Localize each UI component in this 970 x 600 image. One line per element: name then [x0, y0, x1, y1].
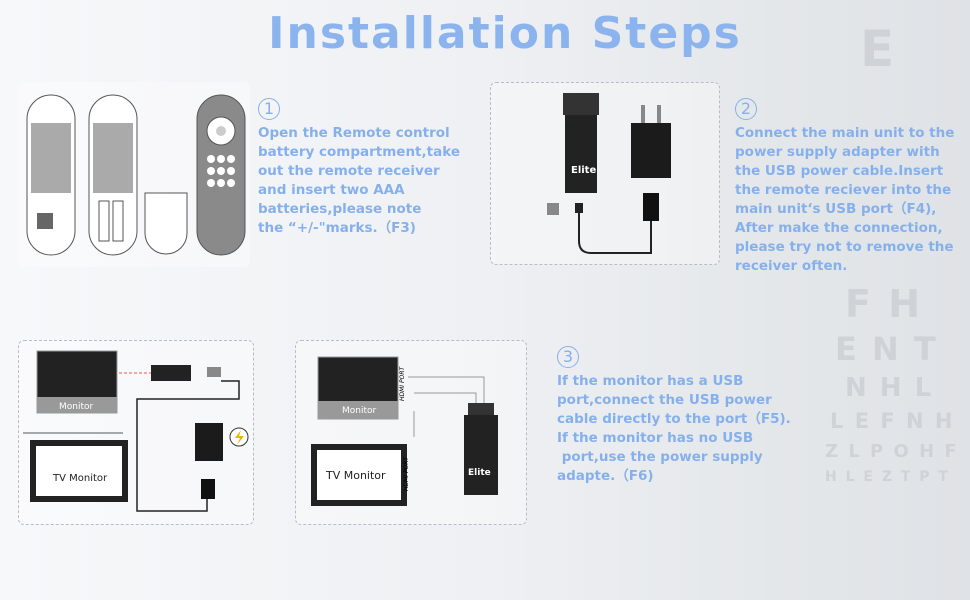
dongle-adapter-illustration: Elite [547, 93, 671, 254]
figure-power-connection: Elite [490, 82, 720, 265]
step-line: cable directly to the port（F5). [557, 411, 791, 427]
eye-chart-row: E N T [835, 330, 938, 368]
step-1-text: 1 Open the Remote control battery compar… [258, 98, 460, 238]
tv-monitor-label: TV Monitor [52, 473, 108, 484]
step-line: please try not to remove the [735, 239, 954, 255]
page-title: Installation Steps [268, 8, 742, 59]
figure-usb-power: Monitor TV Monitor [18, 340, 254, 525]
step-line: If the monitor has a USB [557, 373, 744, 389]
hdmi-port-label: HDMI PORT [403, 456, 410, 491]
step-line: and insert two AAA [258, 182, 405, 198]
step-line: port,connect the USB power [557, 392, 772, 408]
step-line: the “+/-"marks.（F3) [258, 220, 416, 236]
step-line: the USB power cable.Insert [735, 163, 944, 179]
eye-chart-row: N H L [845, 373, 934, 403]
step-line: adapte.（F6) [557, 468, 654, 484]
step-number: 2 [735, 98, 757, 120]
step-line: receiver often. [735, 258, 848, 274]
step-3-text: 3 If the monitor has a USB port,connect … [557, 346, 791, 486]
step-number: 1 [258, 98, 280, 120]
step-number: 3 [557, 346, 579, 368]
step-line: power supply adapter with [735, 144, 940, 160]
eye-chart-row: F H [845, 282, 922, 326]
figure-hdmi-connection: Monitor TV Monitor HDMI PORT HDMI PORT E… [295, 340, 527, 525]
step-line: port,use the power supply [557, 449, 763, 465]
step-line: Connect the main unit to the [735, 125, 955, 141]
tv-monitor-label: TV Monitor [325, 469, 386, 482]
figure-remote-batteries [18, 82, 250, 267]
eye-chart-row: Z L P O H F [825, 441, 959, 462]
monitor-label: Monitor [59, 402, 94, 412]
step-line: battery compartment,take [258, 144, 460, 160]
remote-illustration [26, 94, 246, 256]
eye-chart-row: H L E Z T P T [825, 469, 950, 485]
step-line: batteries,please note [258, 201, 422, 217]
step-line: main unit‘s USB port（F4), [735, 201, 937, 217]
step-line: After make the connection, [735, 220, 943, 236]
step-line: the remote reciever into the [735, 182, 952, 198]
monitor-hdmi-illustration: Monitor TV Monitor HDMI PORT HDMI PORT E… [311, 356, 498, 506]
brand-logo: Elite [468, 468, 491, 478]
monitor-usb-illustration: Monitor TV Monitor [23, 350, 249, 512]
brand-logo: Elite [571, 165, 596, 176]
hdmi-port-label: HDMI PORT [399, 366, 406, 401]
eye-chart-row: E [860, 20, 897, 78]
eye-chart-row: L E F N H [830, 409, 955, 433]
step-line: If the monitor has no USB [557, 430, 754, 446]
step-line: Open the Remote control [258, 125, 450, 141]
monitor-label: Monitor [342, 406, 377, 416]
step-line: out the remote receiver [258, 163, 440, 179]
step-2-text: 2 Connect the main unit to the power sup… [735, 98, 954, 276]
